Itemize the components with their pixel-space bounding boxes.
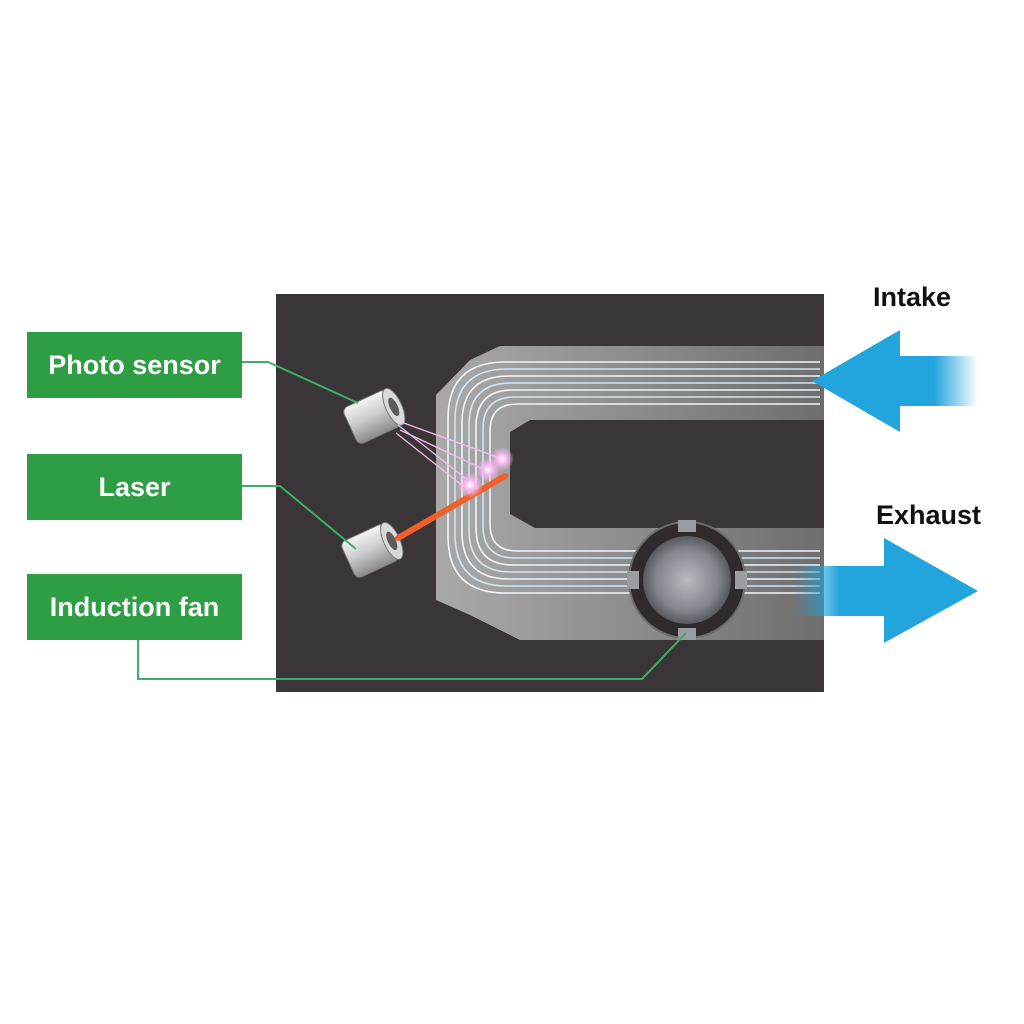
photo-sensor-leader	[242, 361, 359, 404]
photo-sensor-label: Photo sensor	[27, 332, 242, 398]
scattered-light-rays	[395, 421, 501, 491]
laser-icon	[341, 521, 404, 578]
exhaust-label: Exhaust	[876, 500, 982, 530]
intake-arrow	[812, 330, 978, 432]
scatter-glow	[457, 447, 514, 498]
exhaust-arrow	[795, 538, 978, 643]
leader-lines	[137, 361, 687, 680]
intake-label: Intake	[873, 282, 952, 312]
laser-beam	[395, 473, 508, 541]
laser-label: Laser	[27, 454, 242, 520]
photo-sensor-icon	[343, 387, 406, 444]
induction-fan-leader	[137, 632, 687, 680]
induction-fan	[627, 520, 747, 640]
induction-fan-label: Induction fan	[27, 574, 242, 640]
laser-leader	[242, 485, 357, 550]
